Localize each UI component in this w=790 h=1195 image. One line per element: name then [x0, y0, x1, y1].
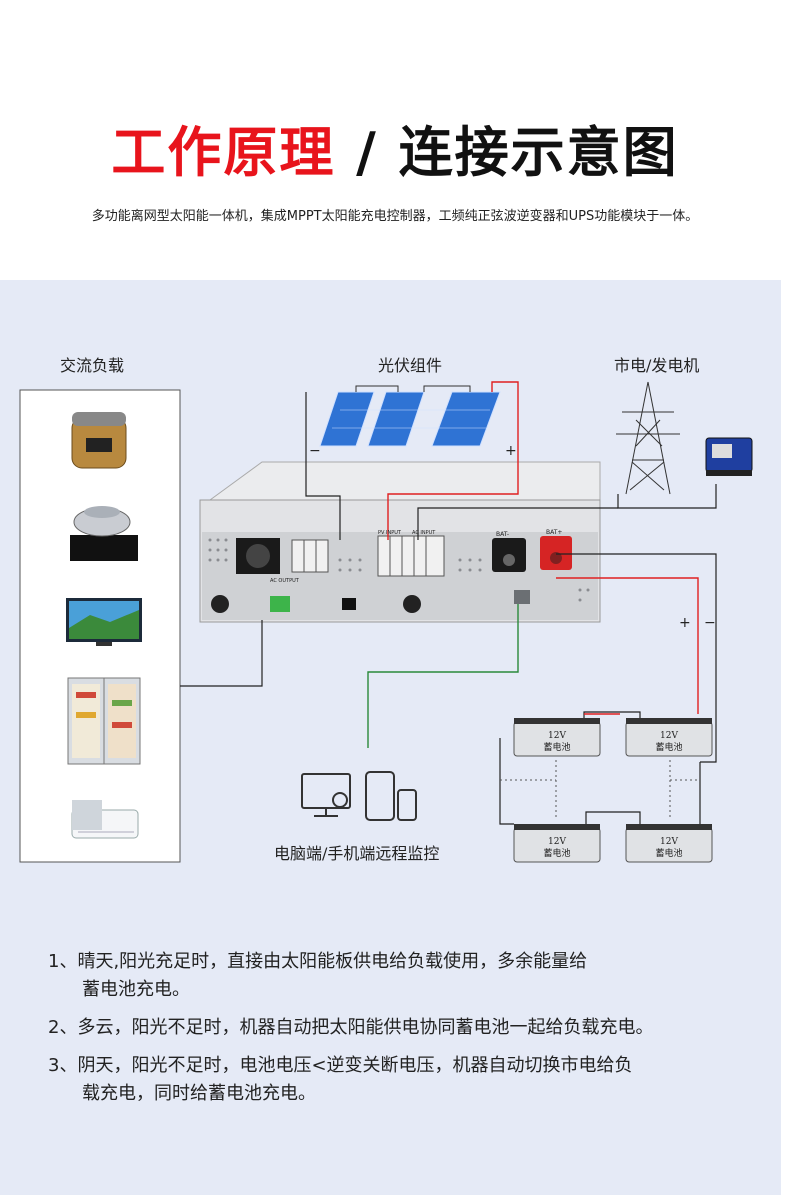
- ac-output-label: AC OUTPUT: [270, 578, 300, 584]
- generator-icon: [705, 437, 753, 476]
- note-2: 2、多云，阳光不足时，机器自动把太阳能供电协同蓄电池一起给负载充电。: [48, 1014, 768, 1042]
- battery-4-name: 蓄电池: [655, 847, 682, 859]
- note-2-line1: 多云，阳光不足时，机器自动把太阳能供电协同蓄电池一起给负载充电。: [77, 1017, 654, 1038]
- note-2-number: 2、: [48, 1017, 78, 1038]
- note-3-line1: 阴天，阳光不足时，电池电压<逆变关断电压，机器自动切换市电给负: [77, 1055, 633, 1076]
- pv-module-label: 光伏组件: [378, 356, 443, 375]
- note-3-number: 3、: [48, 1055, 78, 1076]
- battery-4-voltage: 12V: [660, 837, 678, 847]
- induction-cooker-icon: [70, 506, 138, 561]
- title-separator: /: [335, 121, 399, 184]
- pv-plus-label: +: [505, 443, 517, 459]
- power-tower-icon: [616, 381, 680, 495]
- ac-input-label: AC INPUT: [412, 530, 436, 536]
- title-black: 连接示意图: [398, 121, 679, 184]
- page-title: 工作原理 / 连接示意图: [0, 118, 790, 188]
- grid-generator-label: 市电/发电机: [614, 356, 700, 375]
- bat-neg-terminal-label: BAT-: [496, 531, 509, 538]
- note-1-line1: 晴天,阳光充足时，直接由太阳能板供电给负载使用，多余能量给: [77, 951, 588, 972]
- computer-icon: [301, 773, 351, 817]
- rice-cooker-icon: [71, 412, 127, 469]
- note-1-number: 1、: [48, 951, 78, 972]
- subtitle: 多功能离网型太阳能一体机，集成MPPT太阳能充电控制器，工频纯正弦波逆变器和UP…: [91, 209, 699, 224]
- battery-minus-label: −: [704, 615, 716, 631]
- note-3-line2: 载充电，同时给蓄电池充电。: [82, 1083, 316, 1104]
- battery-2-voltage: 12V: [660, 731, 678, 741]
- note-3: 3、阴天，阳光不足时，电池电压<逆变关断电压，机器自动切换市电给负 载充电，同时…: [48, 1052, 768, 1108]
- ac-load-label: 交流负载: [60, 356, 125, 375]
- battery-2-name: 蓄电池: [655, 741, 682, 753]
- notes-list: 1、晴天,阳光充足时，直接由太阳能板供电给负载使用，多余能量给 蓄电池充电。 2…: [48, 948, 768, 1118]
- bat-pos-terminal-label: BAT+: [546, 529, 562, 536]
- battery-3-name: 蓄电池: [543, 847, 570, 859]
- pv-minus-label: −: [309, 443, 321, 459]
- battery-3: [513, 824, 601, 863]
- battery-4: [625, 824, 713, 863]
- pv-input-label: PV INPUT: [378, 530, 402, 536]
- solar-panels: [319, 385, 501, 447]
- header: 工作原理 / 连接示意图 多功能离网型太阳能一体机，集成MPPT太阳能充电控制器…: [0, 0, 790, 280]
- title-red: 工作原理: [111, 121, 336, 184]
- note-1: 1、晴天,阳光充足时，直接由太阳能板供电给负载使用，多余能量给 蓄电池充电。: [48, 948, 768, 1004]
- battery-plus-label: +: [679, 615, 691, 631]
- tv-icon: [66, 598, 142, 646]
- note-1-line2: 蓄电池充电。: [82, 979, 190, 1000]
- battery-1-voltage: 12V: [548, 731, 566, 741]
- inverter-unit: [199, 461, 601, 623]
- battery-2: [625, 718, 713, 757]
- air-conditioner-icon: [71, 800, 139, 839]
- battery-3-voltage: 12V: [548, 837, 566, 847]
- refrigerator-icon: [67, 677, 141, 765]
- battery-1: [513, 718, 601, 757]
- remote-monitor-label: 电脑端/手机端远程监控: [274, 844, 440, 863]
- phone-icon: [365, 771, 417, 821]
- battery-1-name: 蓄电池: [543, 741, 570, 753]
